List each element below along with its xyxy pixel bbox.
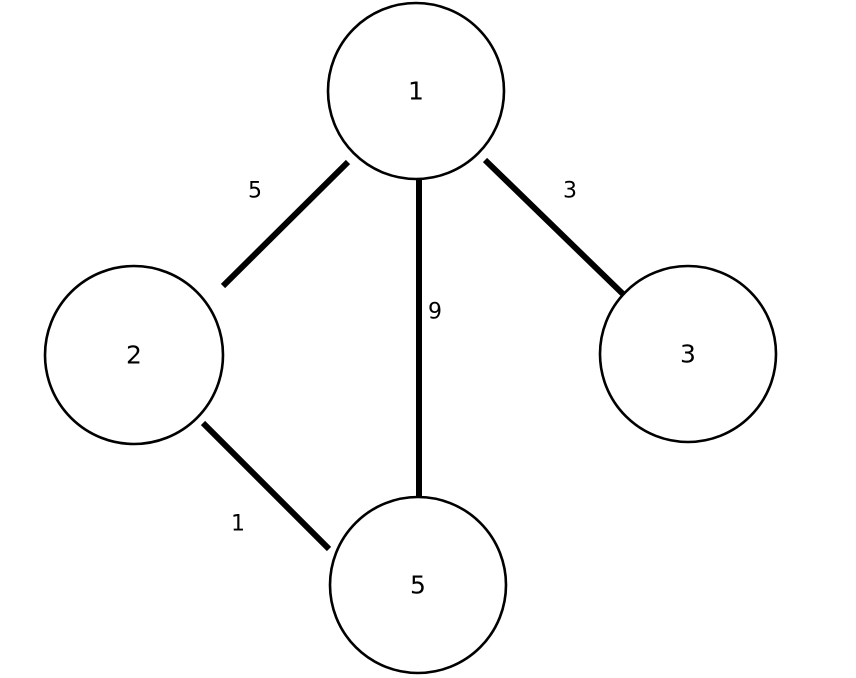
node-3[interactable]: 3 bbox=[598, 264, 778, 444]
edge-weight-2-5: 1 bbox=[231, 512, 245, 537]
edge-1-2[interactable] bbox=[220, 159, 351, 289]
node-1[interactable]: 1 bbox=[326, 1, 506, 181]
node-2-label: 2 bbox=[126, 341, 142, 370]
edge-1-3[interactable] bbox=[482, 157, 628, 299]
edge-weight-1-5: 9 bbox=[428, 300, 442, 325]
edge-weight-1-3: 3 bbox=[563, 179, 577, 204]
node-5[interactable]: 5 bbox=[328, 495, 508, 675]
edge-label-layer: 5 3 9 1 bbox=[231, 179, 577, 537]
node-3-circle[interactable] bbox=[598, 264, 778, 444]
node-5-label: 5 bbox=[410, 571, 426, 600]
node-1-label: 1 bbox=[408, 77, 424, 106]
node-layer: 1 2 3 5 bbox=[43, 1, 778, 675]
node-2[interactable]: 2 bbox=[43, 264, 225, 446]
node-5-circle[interactable] bbox=[328, 495, 508, 675]
edge-layer bbox=[200, 157, 628, 552]
node-3-label: 3 bbox=[680, 340, 696, 369]
edge-2-5[interactable] bbox=[200, 420, 332, 552]
node-1-circle[interactable] bbox=[326, 1, 506, 181]
node-2-circle[interactable] bbox=[43, 264, 225, 446]
edge-weight-1-2: 5 bbox=[248, 179, 262, 204]
